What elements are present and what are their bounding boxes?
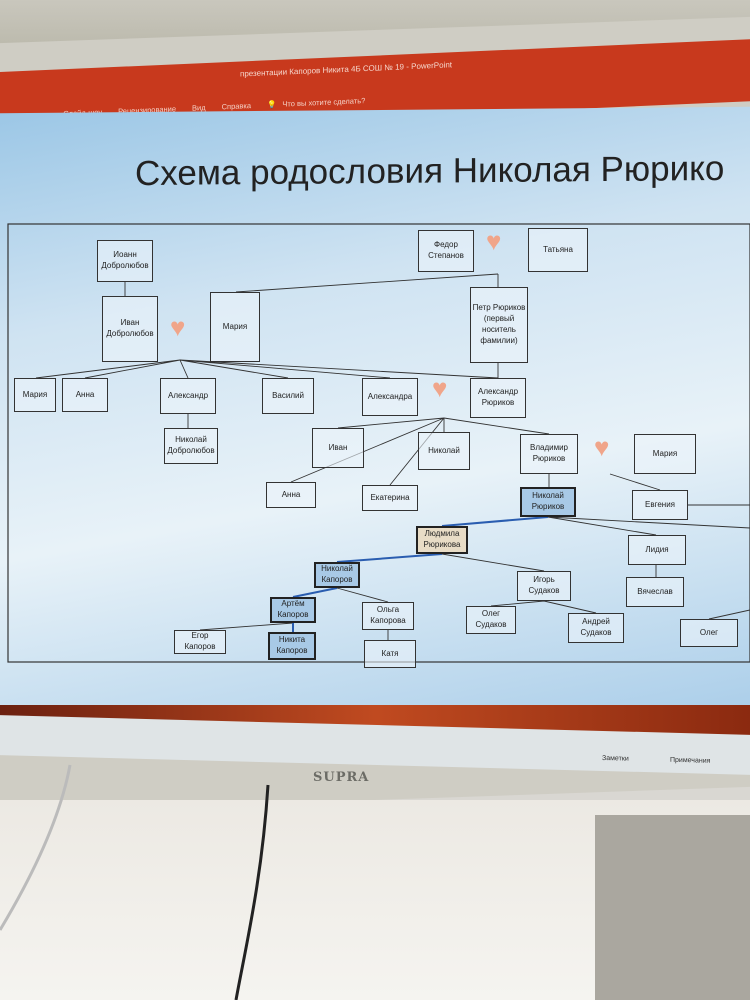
- person-box[interactable]: Анна: [62, 378, 108, 412]
- person-box[interactable]: Петр Рюриков (первый носитель фамилии): [470, 287, 528, 363]
- person-box[interactable]: Александра: [362, 378, 418, 416]
- person-box[interactable]: Владимир Рюриков: [520, 434, 578, 474]
- person-box[interactable]: Татьяна: [528, 228, 588, 272]
- person-box[interactable]: Мария: [210, 292, 260, 362]
- person-box[interactable]: Евгения: [632, 490, 688, 520]
- person-box[interactable]: Александр Рюриков: [470, 378, 526, 418]
- person-box[interactable]: Василий: [262, 378, 314, 414]
- person-box[interactable]: Анна: [266, 482, 316, 508]
- person-box[interactable]: Иван Добролюбов: [102, 296, 158, 362]
- person-box-highlighted[interactable]: Николай Рюриков: [520, 487, 576, 517]
- person-box[interactable]: Олег Судаков: [466, 606, 516, 634]
- comments-button[interactable]: Примечания: [670, 756, 711, 765]
- wall-panel: [595, 815, 750, 1000]
- person-box[interactable]: Екатерина: [362, 485, 418, 511]
- person-box[interactable]: Андрей Судаков: [568, 613, 624, 643]
- person-box[interactable]: Мария: [14, 378, 56, 412]
- person-box-highlighted[interactable]: Николай Капоров: [314, 562, 360, 588]
- heart-icon: ♥: [486, 226, 502, 256]
- person-box[interactable]: Игорь Судаков: [517, 571, 571, 601]
- person-box[interactable]: Олег: [680, 619, 738, 647]
- heart-icon: ♥: [594, 432, 610, 462]
- person-box[interactable]: Катя: [364, 640, 416, 668]
- person-box[interactable]: Вячеслав: [626, 577, 684, 607]
- notes-button[interactable]: Заметки: [602, 754, 629, 763]
- person-box[interactable]: Иван: [312, 428, 364, 468]
- person-box[interactable]: Иоанн Добролюбов: [97, 240, 153, 282]
- person-box[interactable]: Николай: [418, 432, 470, 470]
- person-box[interactable]: Егор Капоров: [174, 630, 226, 654]
- heart-icon: ♥: [170, 312, 186, 342]
- person-box[interactable]: Лидия: [628, 535, 686, 565]
- person-box-highlighted[interactable]: Людмила Рюрикова: [416, 526, 468, 554]
- person-box[interactable]: Николай Добролюбов: [164, 428, 218, 464]
- person-box[interactable]: Ольга Капорова: [362, 602, 414, 630]
- person-box[interactable]: Мария: [634, 434, 696, 474]
- person-box[interactable]: Александр: [160, 378, 216, 414]
- person-box-highlighted[interactable]: Никита Капоров: [268, 632, 316, 660]
- person-box-highlighted[interactable]: Артём Капоров: [270, 597, 316, 623]
- heart-icon: ♥: [432, 373, 448, 403]
- person-box[interactable]: Федор Степанов: [418, 230, 474, 272]
- monitor-brand-logo: SUPRA: [313, 770, 370, 785]
